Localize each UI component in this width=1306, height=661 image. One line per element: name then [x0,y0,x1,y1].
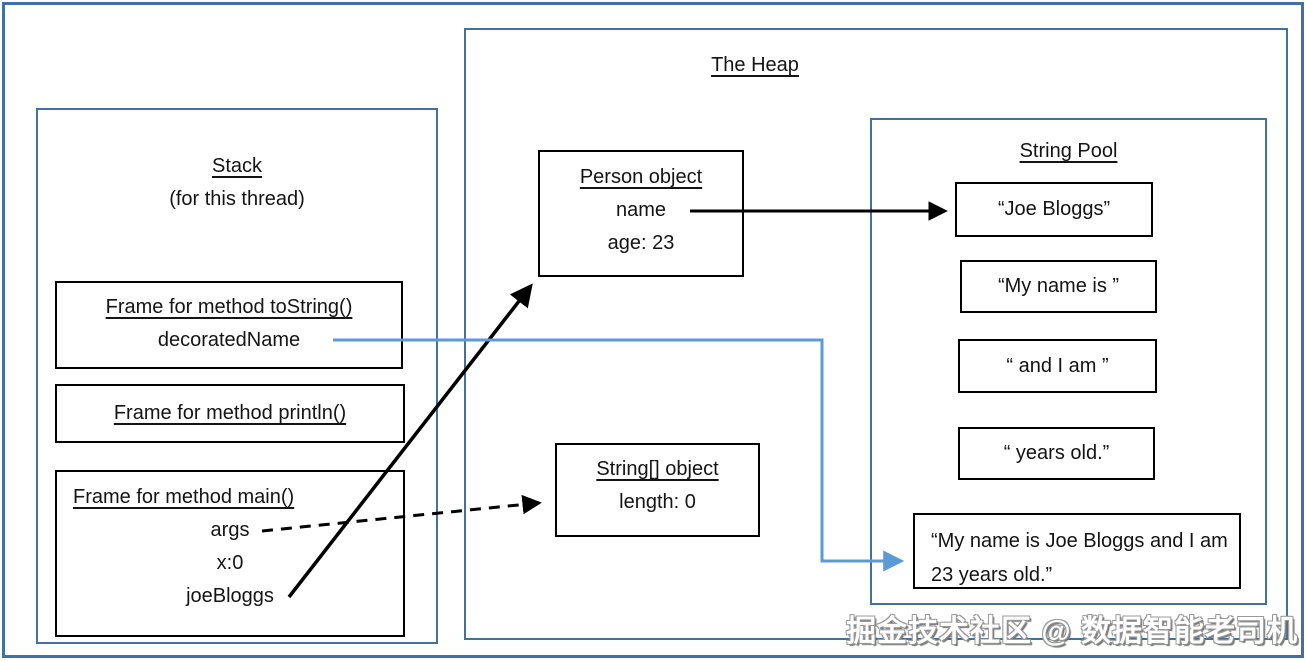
variable-decoratedname: decoratedName [157,329,301,351]
variable-joebloggs: joeBloggs [186,585,274,607]
string-pool-panel: String Pool “Joe Bloggs” “My name is ” “… [870,118,1267,605]
string-pool-title-block: String Pool [872,138,1265,165]
variable-args: args [210,519,250,541]
object-field-age: age: 23 [607,232,675,254]
heap-panel: The Heap Person object name age: 23 Stri… [464,28,1288,640]
stack-panel: Stack (for this thread) Frame for method… [36,108,438,644]
stack-subtitle: (for this thread) [169,188,305,210]
frame-title: Frame for method main() [73,486,295,508]
frame-title: Frame for method println() [113,402,347,424]
object-field-name: name [615,199,667,221]
object-title: String[] object [596,458,719,480]
string-pool-title: String Pool [1019,140,1118,162]
stack-title-block: Stack (for this thread) [38,150,436,216]
frame-title: Frame for method toString() [105,296,353,318]
person-object-box: Person object name age: 23 [538,150,744,277]
string-literal-box: “Joe Bloggs” [955,182,1153,237]
string-array-object-box: String[] object length: 0 [555,443,760,537]
stack-frame-main: Frame for method main() args x:0 joeBlog… [55,470,405,637]
string-literal-box: “ years old.” [958,427,1155,480]
stack-frame-println: Frame for method println() [55,384,405,443]
watermark: 掘金技术社区 @ 数据智能老司机 [846,615,1298,648]
stack-title: Stack [211,155,263,177]
object-title: Person object [579,166,703,188]
stack-frame-tostring: Frame for method toString() decoratedNam… [55,281,403,369]
string-literal-box: “My name is Joe Bloggs and I am 23 years… [913,513,1241,589]
string-literal-box: “ and I am ” [958,339,1157,393]
object-field-length: length: 0 [619,491,696,513]
string-literal-box: “My name is ” [960,260,1157,313]
heap-title-block: The Heap [695,49,815,82]
variable-x: x:0 [216,552,244,574]
heap-title: The Heap [711,54,799,76]
